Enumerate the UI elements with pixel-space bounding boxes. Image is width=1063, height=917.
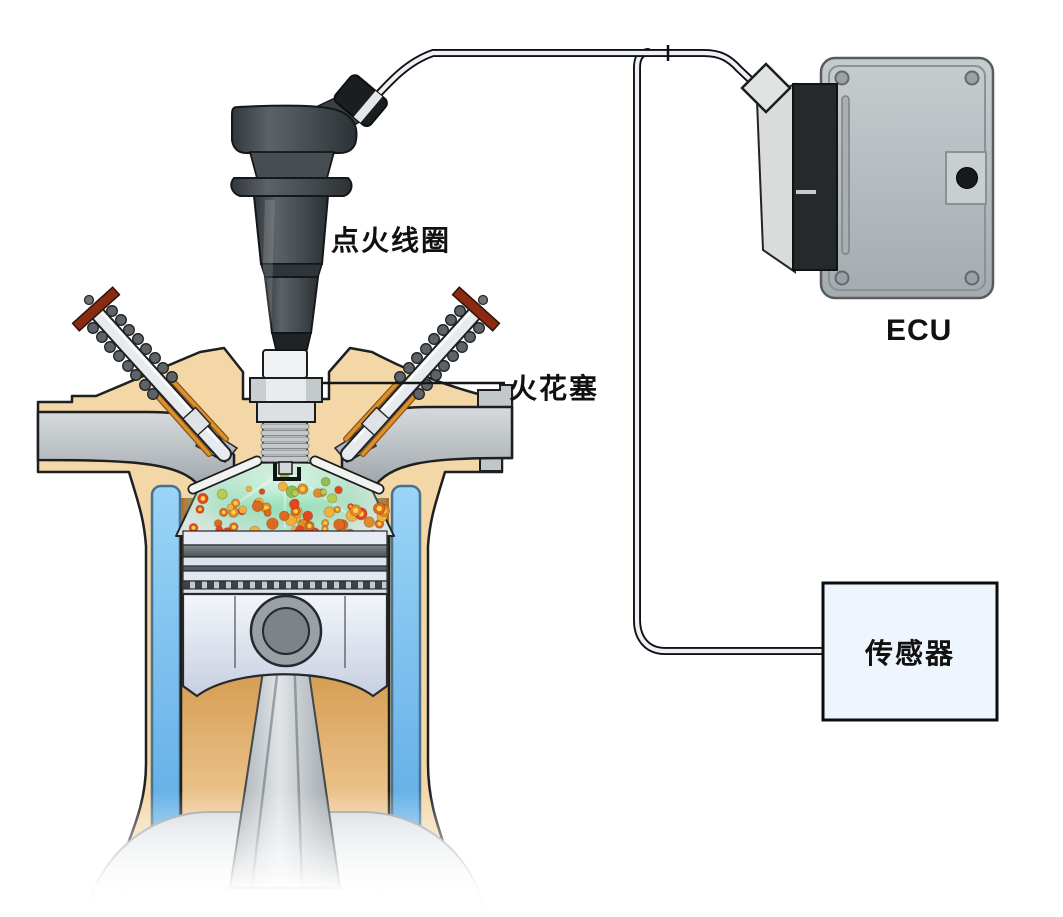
coil-flange xyxy=(230,177,353,197)
exhaust-flange-step xyxy=(477,384,513,408)
valve-spring xyxy=(87,305,178,400)
wire-coil-to-ecu xyxy=(357,49,761,117)
plug-center-electrode xyxy=(278,461,293,475)
engine-cylinder-cutaway xyxy=(36,286,600,917)
ecu-groove xyxy=(841,95,850,255)
plug-insulator xyxy=(262,349,308,379)
sensor-label: 传感器 xyxy=(864,637,955,669)
wire-ferrite-bead xyxy=(740,62,792,114)
valve-retainer-cap xyxy=(71,286,121,332)
piston-ring xyxy=(182,544,388,558)
piston xyxy=(181,530,389,698)
ecu-connector-shell xyxy=(755,82,796,274)
ignition-coil-label: 点火线圈 xyxy=(331,225,452,256)
spark-plug-label: 火花塞 xyxy=(509,373,600,404)
ecu-unit xyxy=(740,56,995,300)
ecu-corner-screws xyxy=(834,70,980,286)
valve-collar xyxy=(181,406,212,437)
spark-plug xyxy=(249,349,323,481)
plug-ground-electrode xyxy=(273,463,301,481)
ecu-connector-block xyxy=(792,83,838,271)
wiring-harness xyxy=(357,45,825,655)
sensor-box xyxy=(821,581,999,722)
coil-head xyxy=(231,104,358,154)
ignition-coil xyxy=(230,74,388,351)
plug-shell xyxy=(256,401,316,423)
ecu-label: ECU xyxy=(886,314,953,347)
coil-connector-boot xyxy=(333,74,388,127)
ecu-socket-hole xyxy=(956,167,978,189)
valve-assembly-left xyxy=(71,286,232,462)
